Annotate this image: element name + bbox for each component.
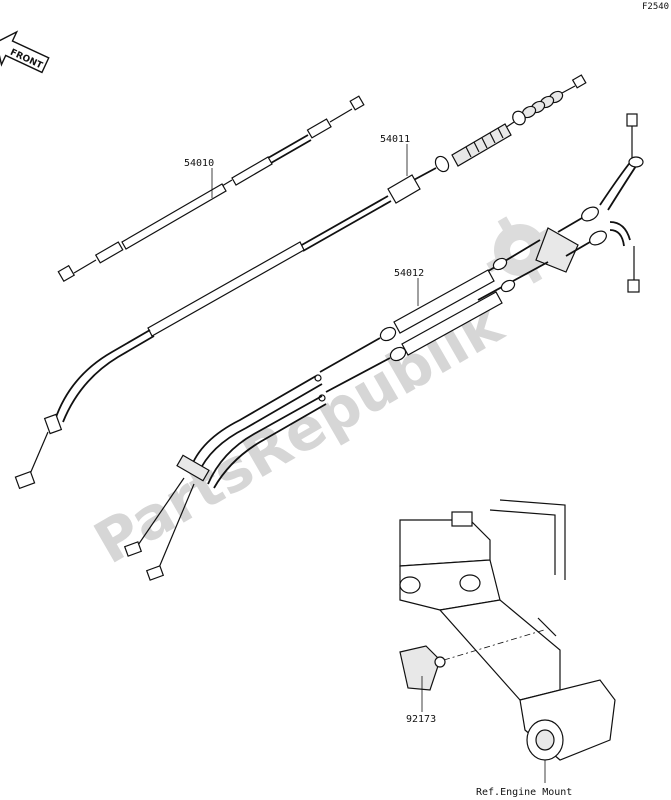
- front-arrow-icon: FRONT: [0, 30, 50, 74]
- part-label-54012: 54012: [394, 268, 424, 279]
- watermark-logo: PartsRepublik: [83, 216, 554, 577]
- figure-code: F2540: [642, 2, 669, 12]
- reference-label-engine-mount: Ref.Engine Mount: [476, 787, 572, 798]
- cable-54010: [57, 95, 365, 283]
- part-label-54011: 54011: [380, 134, 410, 145]
- cable-54011: [14, 74, 587, 490]
- part-label-92173: 92173: [406, 714, 436, 725]
- cable-clamp-92173: [399, 645, 441, 691]
- part-label-54010: 54010: [184, 158, 214, 169]
- cable-54012: [123, 113, 644, 581]
- engine-mount-bracket: [399, 499, 616, 761]
